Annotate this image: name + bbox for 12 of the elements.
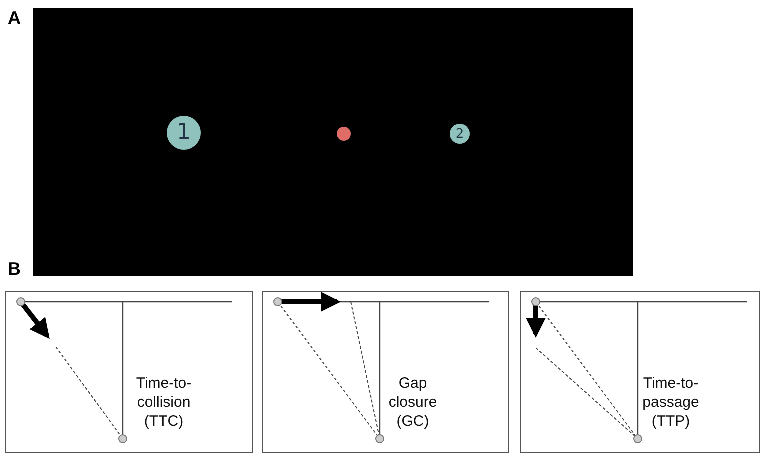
measure-label: Time-to-collision (TTC) [135, 374, 193, 431]
numbered-target: 2 [450, 124, 470, 144]
panel-letter: B [8, 259, 21, 280]
measure-label: Time-to-passage (TTP) [642, 374, 700, 431]
diagram-panel [5, 291, 253, 453]
numbered-target: 1 [167, 116, 201, 150]
diagram-panel [520, 291, 760, 453]
stimulus-display [33, 8, 633, 276]
panel-letter: A [8, 8, 21, 29]
diagram-panel [262, 291, 509, 453]
fixation-dot [337, 127, 351, 141]
measure-label: Gap closure (GC) [388, 374, 438, 431]
